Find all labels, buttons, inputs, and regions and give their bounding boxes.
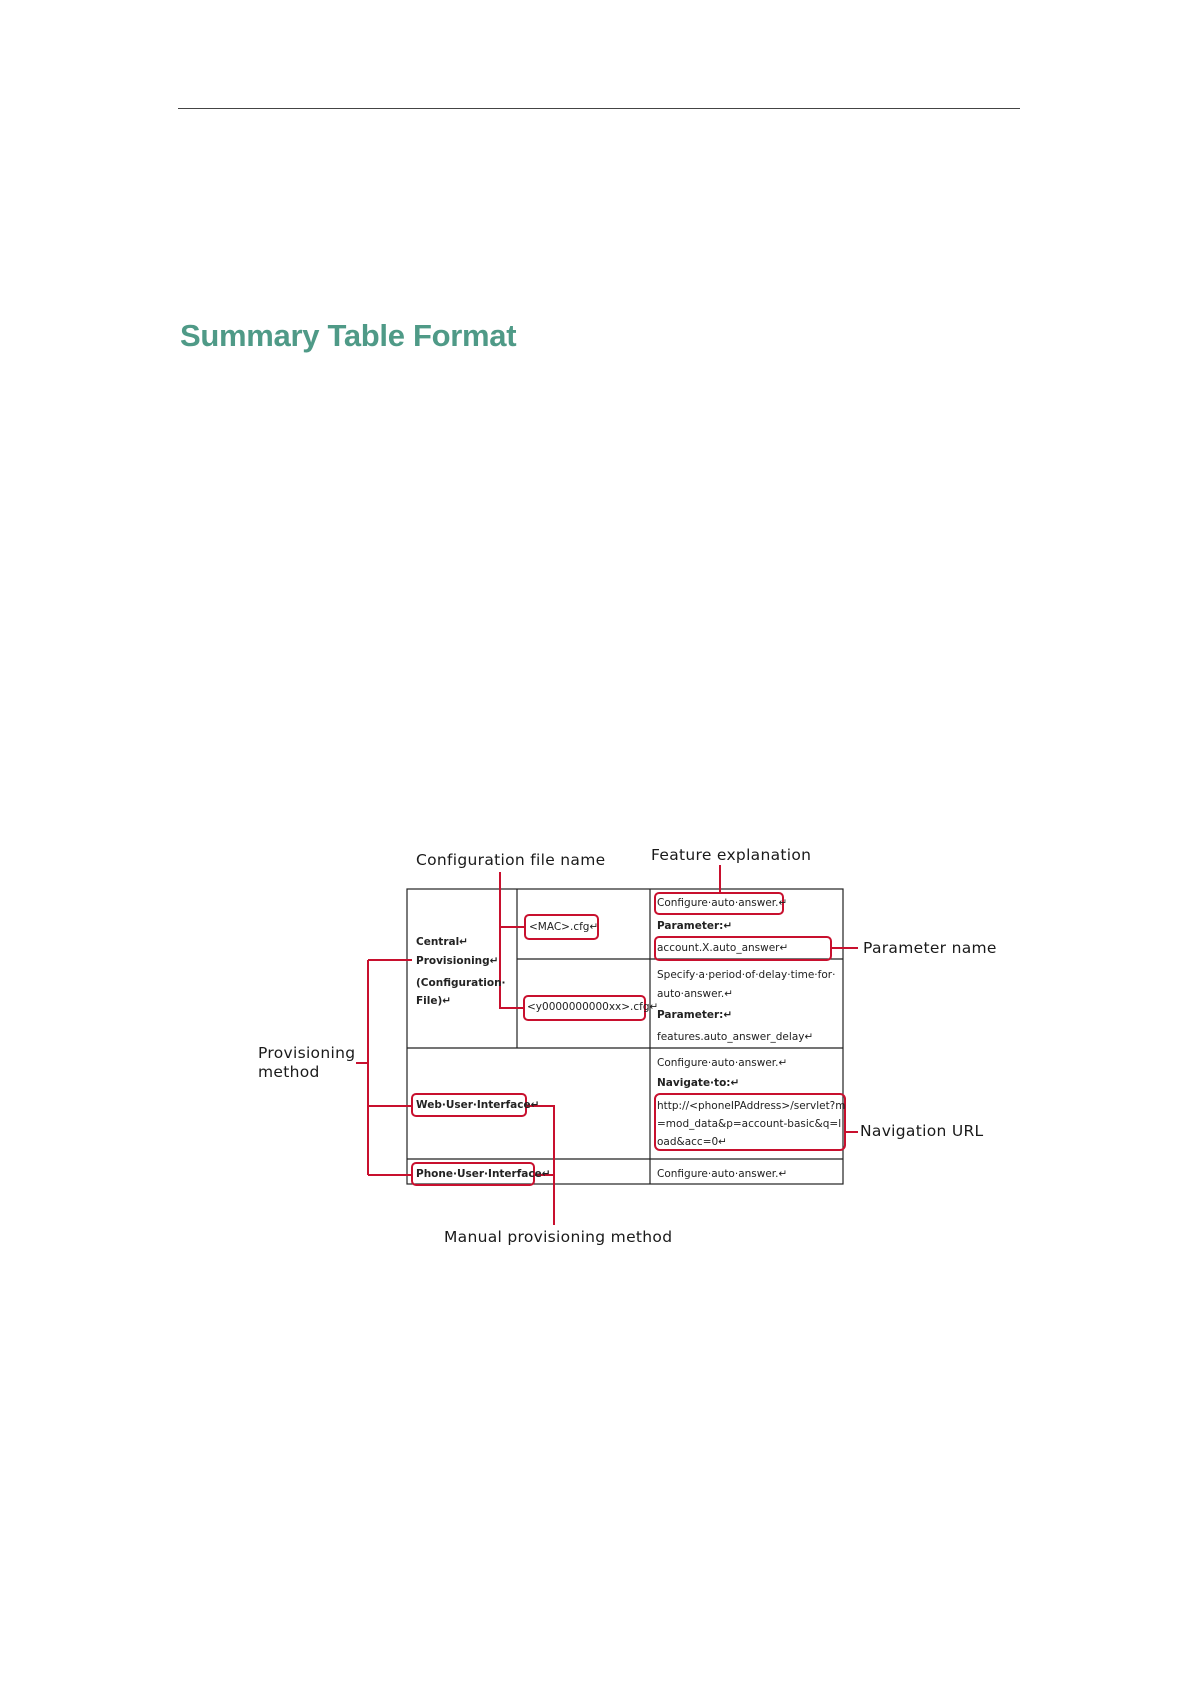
callout-provisioning-method-2: method (258, 1063, 320, 1081)
central-provisioning-line-1: Central↵ (416, 936, 468, 948)
web-ui-url-line-3: oad&acc=0↵ (657, 1136, 727, 1148)
row1-parameter-label: Parameter:↵ (657, 920, 733, 932)
callout-navigation-url: Navigation URL (860, 1122, 984, 1140)
web-user-interface-label: Web·User·Interface↵ (416, 1099, 540, 1111)
central-provisioning-line-3: (Configuration· (416, 977, 506, 989)
mac-cfg-filename: <MAC>.cfg↵ (529, 921, 599, 933)
phone-ui-explanation: Configure·auto·answer.↵ (657, 1168, 788, 1180)
web-ui-url-line-2: =mod_data&p=account-basic&q=l (657, 1118, 842, 1130)
row2-parameter-value: features.auto_answer_delay↵ (657, 1031, 814, 1043)
row2-explanation-line-2: auto·answer.↵ (657, 988, 734, 1000)
central-provisioning-line-2: Provisioning↵ (416, 955, 499, 967)
row1-parameter-value: account.X.auto_answer↵ (657, 942, 789, 954)
callout-feature-explanation: Feature explanation (651, 846, 812, 864)
callout-config-file-name: Configuration file name (416, 851, 606, 869)
web-ui-navigate-label: Navigate·to:↵ (657, 1077, 740, 1089)
header-rule (178, 108, 1020, 109)
red-annotations (356, 865, 858, 1225)
phone-user-interface-label: Phone·User·Interface↵ (416, 1168, 551, 1180)
section-title: Summary Table Format (180, 318, 517, 353)
web-ui-url-line-1: http://<phoneIPAddress>/servlet?m (657, 1100, 846, 1112)
row1-explanation: Configure·auto·answer.↵ (657, 897, 788, 909)
row2-explanation-line-1: Specify·a·period·of·delay·time·for· (657, 969, 836, 981)
callout-provisioning-method-1: Provisioning (258, 1044, 356, 1062)
row2-parameter-label: Parameter:↵ (657, 1009, 733, 1021)
y-cfg-filename: <y0000000000xx>.cfg↵ (527, 1001, 659, 1013)
callout-manual-provisioning-method: Manual provisioning method (444, 1228, 673, 1246)
web-ui-explanation: Configure·auto·answer.↵ (657, 1057, 788, 1069)
table-grid (406, 888, 844, 1185)
central-provisioning-line-4: File)↵ (416, 995, 452, 1007)
callout-parameter-name: Parameter name (863, 939, 997, 957)
